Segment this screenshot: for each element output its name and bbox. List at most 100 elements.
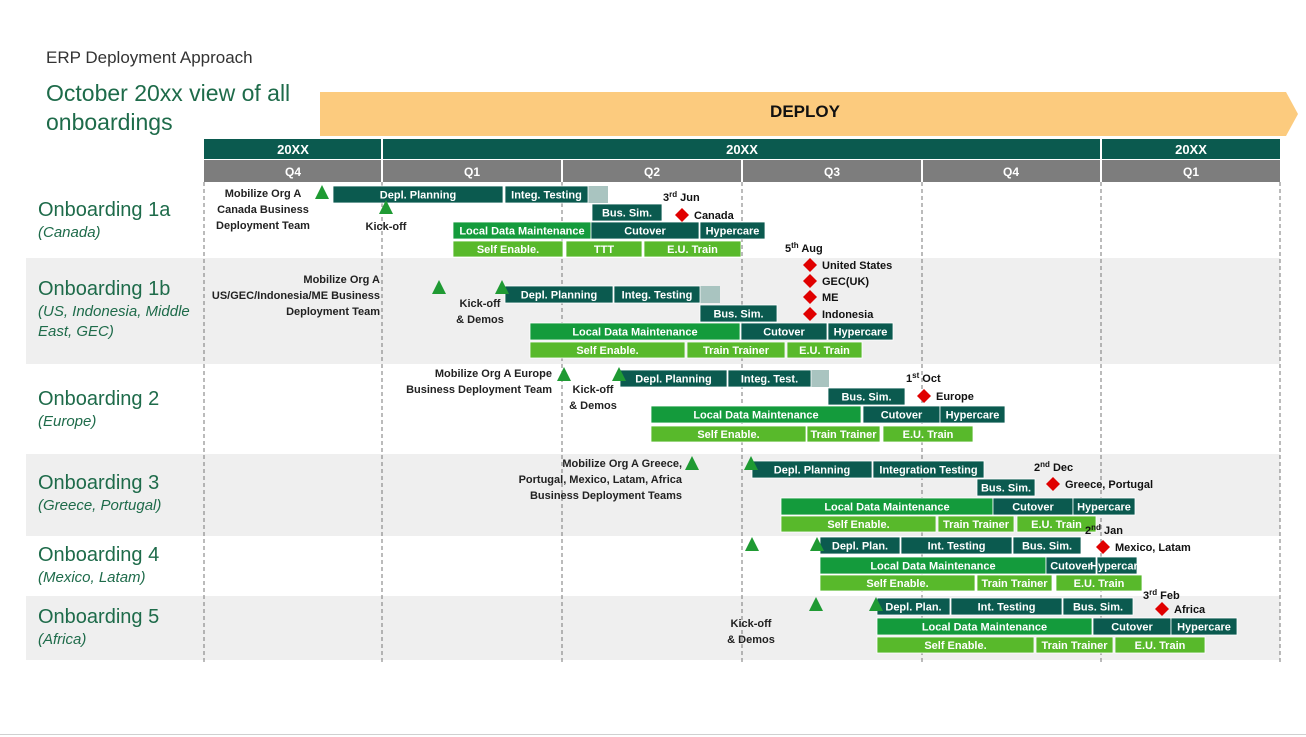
gantt-bar-label: Depl. Planning	[774, 465, 850, 477]
kickoff-triangle-icon	[557, 367, 571, 381]
gantt-bar-label: Hypercare	[1090, 561, 1144, 573]
gantt-bar: Cutover	[1045, 556, 1097, 575]
gantt-bar-fill	[786, 341, 863, 359]
row-name: Onboarding 1b	[38, 278, 170, 300]
kickoff-triangle-icon	[745, 537, 759, 551]
gantt-bar-fill	[882, 425, 974, 443]
quarter-label: Q1	[464, 165, 480, 179]
gantt-bar: Bus. Sim.	[827, 387, 906, 406]
page-kicker: ERP Deployment Approach	[46, 48, 253, 67]
gantt-bar-fill	[332, 185, 504, 204]
gantt-bar-label: Integ. Testing	[511, 190, 582, 202]
gantt-bar: Bus. Sim.	[976, 478, 1036, 497]
gantt-bar-label: Train Trainer	[1041, 640, 1108, 652]
gantt-bar: Local Data Maintenance	[819, 556, 1047, 575]
milestone-annotation: Kick-off& Demos	[569, 384, 617, 412]
milestone-annotation: Kick-off& Demos	[456, 298, 504, 326]
gantt-bar: Hypercare	[1090, 556, 1144, 575]
row-name: Onboarding 5	[38, 606, 159, 628]
go-live-label: Canada	[694, 210, 735, 222]
milestone-annotation: Kick-off& Demos	[727, 618, 775, 646]
gantt-bar-label: Self Enable.	[827, 519, 889, 531]
gantt-bar: Bus. Sim.	[591, 203, 663, 222]
gantt-bar: Hypercare	[699, 221, 766, 240]
gantt-bar-fill	[806, 425, 881, 443]
gantt-bar-label: Bus. Sim.	[602, 208, 652, 220]
gantt-bar-fill	[819, 574, 976, 592]
kickoff-triangle-icon	[810, 537, 824, 551]
gantt-bar: Integ. Testing	[613, 285, 701, 304]
bottom-rule	[0, 734, 1306, 735]
gantt-bar-fill	[1072, 497, 1136, 516]
go-live-date: 5th Aug	[785, 241, 823, 255]
gantt-bar-fill	[780, 515, 937, 533]
gantt-bar-label: Self Enable.	[697, 429, 759, 441]
gantt-bar-label: Hypercare	[706, 226, 760, 238]
gantt-bar-label: Cutover	[1111, 622, 1153, 634]
kickoff-triangle-icon	[685, 456, 699, 470]
gantt-bar-label: Integration Testing	[879, 465, 977, 477]
gantt-bar-fill	[740, 322, 828, 341]
deploy-arrow	[320, 92, 1298, 136]
gantt-bar-label: E.U. Train	[1031, 519, 1082, 531]
gantt-bar-fill	[613, 285, 701, 304]
gantt-bar: E.U. Train	[786, 341, 863, 359]
go-live-label: Europe	[936, 391, 974, 403]
quarter-cell	[923, 160, 1100, 182]
year-cell	[204, 139, 381, 159]
gantt-bar-fill	[1012, 536, 1082, 555]
gantt-bar-label: Bus. Sim.	[1073, 602, 1123, 614]
gantt-bar: Hypercare	[1170, 617, 1238, 636]
gantt-bar: Cutover	[992, 497, 1074, 516]
gantt-bar: Bus. Sim.	[1012, 536, 1082, 555]
gantt-bar-fill	[643, 240, 742, 258]
go-live-diamond-icon	[803, 258, 817, 272]
gantt-bar-fill	[727, 369, 812, 388]
gantt-bar: E.U. Train	[643, 240, 742, 258]
gantt-bar: E.U. Train	[882, 425, 974, 443]
go-live-label: Mexico, Latam	[1115, 542, 1191, 554]
quarter-cell	[743, 160, 921, 182]
gantt-bar-label: Depl. Planning	[380, 190, 456, 202]
quarter-label: Q1	[1183, 165, 1199, 179]
row-sub: (Greece, Portugal)	[38, 497, 161, 514]
go-live-diamond-icon	[1046, 477, 1060, 491]
gantt-bar: Local Data Maintenance	[529, 322, 741, 341]
gantt-bar-fill	[452, 240, 564, 258]
year-label: 20XX	[277, 142, 309, 157]
kickoff-triangle-icon	[809, 597, 823, 611]
gantt-bar-label: Self Enable.	[866, 578, 928, 590]
quarter-label: Q3	[824, 165, 840, 179]
gantt-bar: Local Data Maintenance	[650, 405, 862, 424]
gantt-bar: Integration Testing	[872, 460, 985, 479]
gantt-bar-label: Train Trainer	[981, 578, 1048, 590]
remaining-segment	[700, 286, 720, 303]
quarter-label: Q4	[1003, 165, 1019, 179]
gantt-bar-label: Local Data Maintenance	[572, 327, 697, 339]
gantt-bar: Hypercare	[939, 405, 1006, 424]
gantt-bar: Self Enable.	[876, 636, 1035, 654]
gantt-bar-fill	[1170, 617, 1238, 636]
gantt-bar: Cutover	[740, 322, 828, 341]
row-sub: (Canada)	[38, 224, 101, 241]
quarter-cell	[204, 160, 381, 182]
gantt-bar: Self Enable.	[529, 341, 686, 359]
gantt-bar: Cutover	[590, 221, 700, 240]
gantt-bar: Local Data Maintenance	[452, 221, 592, 240]
go-live-label: Indonesia	[822, 309, 874, 321]
go-live-diamond-icon	[1155, 602, 1169, 616]
row-name: Onboarding 4	[38, 544, 159, 566]
gantt-bar-label: Integ. Testing	[622, 290, 693, 302]
gantt-bar-label: Depl. Plan.	[885, 602, 941, 614]
gantt-bar-fill	[939, 405, 1006, 424]
gantt-bar-fill	[1096, 556, 1138, 575]
gantt-bar-fill	[1035, 636, 1114, 654]
gantt-bar-fill	[529, 322, 741, 341]
gantt-bar-fill	[565, 240, 643, 258]
gantt-bar: Int. Testing	[950, 597, 1063, 616]
gantt-bar-fill	[699, 221, 766, 240]
year-label: 20XX	[726, 142, 758, 157]
go-live-diamond-icon	[803, 274, 817, 288]
go-live-date: 1st Oct	[906, 371, 941, 385]
